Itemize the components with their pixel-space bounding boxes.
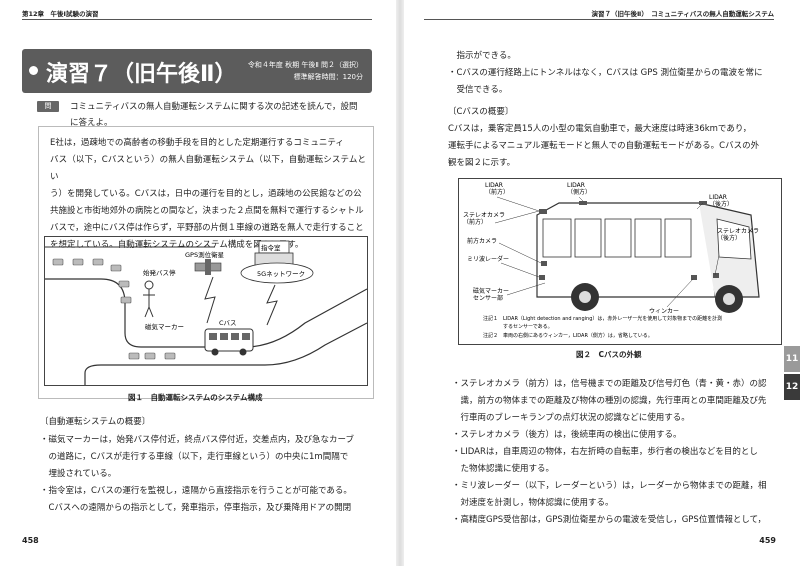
label-lidar-rear: LIDAR（後方） bbox=[709, 194, 733, 208]
text-line: ・Cバスの運行経路上にトンネルはなく，Cバスは GPS 測位衛星からの電波を常に bbox=[448, 68, 763, 78]
question-badge: 問 bbox=[37, 101, 59, 112]
intro-line: バス（以下，Cバスという）の無人自動運転システム（以下，自動運転システムとい bbox=[50, 155, 366, 182]
title-bullet-icon bbox=[29, 66, 38, 75]
bullet-control-room: ・指令室は，Cバスの運行を監視し，遠隔から直接指示を行うことが可能である。 Cバ… bbox=[40, 483, 376, 517]
label-magnetic-marker: 磁気マーカー bbox=[145, 322, 184, 331]
intro-line: 共施設と市街地郊外の病院との間など，決まった２点間を無料で運行するシャトル bbox=[50, 206, 364, 216]
running-head-right: 演習７（旧午後Ⅱ） コミュニティバスの無人自動運転システム bbox=[591, 10, 774, 18]
intro-line: を想定している。自動運転システムのシステム構成を図１に示す。 bbox=[50, 240, 304, 250]
bullet-line: ・指令室は，Cバスの運行を監視し，遠隔から直接指示を行うことが可能である。 bbox=[40, 486, 352, 496]
question-line: コミュニティバスの無人自動運転システムに関する次の記述を読んで，設問 bbox=[70, 102, 358, 112]
right-page: 演習７（旧午後Ⅱ） コミュニティバスの無人自動運転システム 指示ができる。 ・C… bbox=[402, 0, 800, 566]
cbus-overview: 〔Cバスの概要〕 Cバスは，乗客定員15人の小型の電気自動車で，最大速度は時速3… bbox=[448, 104, 778, 172]
intro-paragraph: E社は，過疎地での高齢者の移動手段を目的とした定期運行するコミュニティ バス（以… bbox=[50, 135, 366, 254]
figure-2-drawing: LIDAR（前方） LIDAR（側方） LIDAR（後方） ステレオカメラ（前方… bbox=[463, 182, 760, 339]
bullet-line: ・ステレオカメラ（前方）は，信号機までの距離及び信号灯色（青・黄・赤）の認 bbox=[452, 379, 767, 389]
label-front-camera: 前方カメラ bbox=[467, 237, 497, 245]
bullet-line: ・ステレオカメラ（後方）は，後続車両の検出に使用する。 bbox=[452, 430, 682, 440]
network-cloud bbox=[240, 262, 314, 284]
header-rule bbox=[22, 19, 372, 20]
label-5g-network: 5Gネットワーク bbox=[257, 270, 305, 278]
label-control-room: 指令室 bbox=[261, 243, 281, 252]
exam-source: 令和４年度 秋期 午後Ⅱ 問２（選択） bbox=[247, 61, 363, 69]
bus-icon bbox=[204, 328, 254, 356]
bullet-line: 埋設されている。 bbox=[40, 469, 117, 479]
standard-time: 標準解答時間：120分 bbox=[293, 73, 363, 81]
figure-1-system-diagram: 始発バス停 GPS測位衛星 指令室 5Gネットワーク Cバス 磁気マーカー bbox=[44, 236, 368, 386]
intro-line: E社は，過疎地での高齢者の移動手段を目的とした定期運行するコミュニティ bbox=[50, 138, 344, 148]
page-number-right: 459 bbox=[759, 536, 776, 545]
bullet-line: た物体認識に使用する。 bbox=[452, 464, 555, 474]
sensor-bullets: ・ステレオカメラ（前方）は，信号機までの距離及び信号灯色（青・黄・赤）の認 識，… bbox=[452, 376, 782, 529]
chapter-tab-11[interactable]: 11 bbox=[784, 346, 800, 372]
label-lidar-side: LIDAR（側方） bbox=[567, 182, 591, 196]
bullet-line: Cバスへの遠隔からの指示として，発車指示，停車指示，及び乗降用ドアの開閉 bbox=[40, 503, 352, 513]
bullet-line: ・高精度GPS受信部は，GPS測位衛星からの電波を受信し，GPS位置情報として， bbox=[452, 515, 766, 525]
label-gps-satellite: GPS測位衛星 bbox=[185, 250, 225, 259]
figure-1-caption: 図１ 自動運転システムのシステム構成 bbox=[128, 393, 263, 402]
question-text: コミュニティバスの無人自動運転システムに関する次の記述を読んで，設問 に答えよ。 bbox=[70, 99, 370, 131]
satellite-icon bbox=[194, 259, 222, 275]
book-gutter bbox=[396, 0, 404, 566]
intro-line: う）を開発している。Cバスは，日中の運行を目的とし，過疎地の公民館などの公 bbox=[50, 189, 362, 199]
label-c-bus: Cバス bbox=[219, 319, 237, 327]
exercise-title: 演習７（旧午後Ⅱ） bbox=[46, 62, 237, 87]
header-rule bbox=[424, 19, 774, 20]
running-head-left: 第12章 午後Ⅰ試験の演習 bbox=[22, 10, 99, 18]
text-line: 運転手によるマニュアル運転モードと無人での自動運転モードがある。Cバスの外 bbox=[448, 141, 760, 151]
bullet-line: ・LIDARは，自車周辺の物体，右左折時の自転車，歩行者の検出などを目的とし bbox=[452, 447, 758, 457]
figure-2-note-1b: するセンサーである。 bbox=[483, 324, 553, 330]
intro-line: バスで，途中にバス停は作らず，平野部の片側１車線の道路を無人で走行すること bbox=[50, 223, 364, 233]
problem-body-frame bbox=[38, 126, 374, 399]
overview-heading-right: 〔Cバスの概要〕 bbox=[448, 107, 514, 117]
figure-2-note-2: 注記２ 車両の右側にあるウィンカー，LIDAR（側方）は，省略している。 bbox=[483, 332, 653, 339]
text-line: 受信できる。 bbox=[448, 85, 508, 95]
label-lidar-front: LIDAR（前方） bbox=[485, 182, 509, 196]
bullet-line: 識，前方の物体までの距離及び物体の種別の認識，先行車両との車間距離及び先 bbox=[452, 396, 767, 406]
label-start-stop: 始発バス停 bbox=[143, 268, 176, 277]
chapter-tab-12[interactable]: 12 bbox=[784, 374, 800, 400]
label-winker: ウィンカー bbox=[649, 307, 679, 315]
bullet-line: 行車両のブレーキランプの点灯状況の認識などに使用する。 bbox=[452, 413, 690, 423]
figure-2-bus-exterior: LIDAR（前方） LIDAR（側方） LIDAR（後方） ステレオカメラ（前方… bbox=[458, 178, 782, 345]
figure-2-caption: 図２ Cバスの外観 bbox=[576, 350, 642, 359]
figure-2-note-1: 注記１ LIDAR（Light detection and ranging）は，… bbox=[483, 315, 722, 322]
overview-heading-left: 〔自動運転システムの概要〕 bbox=[40, 417, 151, 427]
page-number-left: 458 bbox=[22, 536, 39, 545]
text-line: Cバスは，乗客定員15人の小型の電気自動車で，最大速度は時速36kmであり， bbox=[448, 124, 752, 134]
bullet-line: の道路に，Cバスが走行する車線（以下，走行車線という）の中央に1m間隔で bbox=[40, 452, 349, 462]
exercise-title-bar: 演習７（旧午後Ⅱ） 令和４年度 秋期 午後Ⅱ 問２（選択） 標準解答時間：120… bbox=[22, 49, 372, 93]
left-page: 第12章 午後Ⅰ試験の演習 演習７（旧午後Ⅱ） 令和４年度 秋期 午後Ⅱ 問２（… bbox=[0, 0, 398, 566]
label-mm-radar: ミリ波レーダー bbox=[467, 255, 509, 263]
bullet-line: ・ミリ波レーダー（以下，レーダーという）は，レーダーから物体までの距離，相 bbox=[452, 481, 767, 491]
text-line: 指示ができる。 bbox=[448, 51, 516, 61]
question-line: に答えよ。 bbox=[70, 118, 113, 128]
bullet-line: 対速度を計測し，物体認識に使用する。 bbox=[452, 498, 614, 508]
figure-1-drawing: 始発バス停 GPS測位衛星 指令室 5Gネットワーク Cバス 磁気マーカー bbox=[45, 240, 368, 385]
bullet-line: ・磁気マーカーは，始発バス停付近，終点バス停付近，交差点内，及び急なカーブ bbox=[40, 435, 354, 445]
label-magnetic-sensor: 磁気マーカーセンサー部 bbox=[473, 287, 509, 302]
label-stereo-rear: ステレオカメラ（後方） bbox=[717, 228, 759, 242]
bullet-magnetic-marker: ・磁気マーカーは，始発バス停付近，終点バス停付近，交差点内，及び急なカーブ の道… bbox=[40, 432, 376, 483]
continued-text: 指示ができる。 ・Cバスの運行経路上にトンネルはなく，Cバスは GPS 測位衛星… bbox=[448, 48, 778, 99]
label-stereo-front: ステレオカメラ（前方） bbox=[463, 212, 505, 226]
text-line: 観を図２に示す。 bbox=[448, 158, 516, 168]
person-icon bbox=[143, 280, 155, 318]
